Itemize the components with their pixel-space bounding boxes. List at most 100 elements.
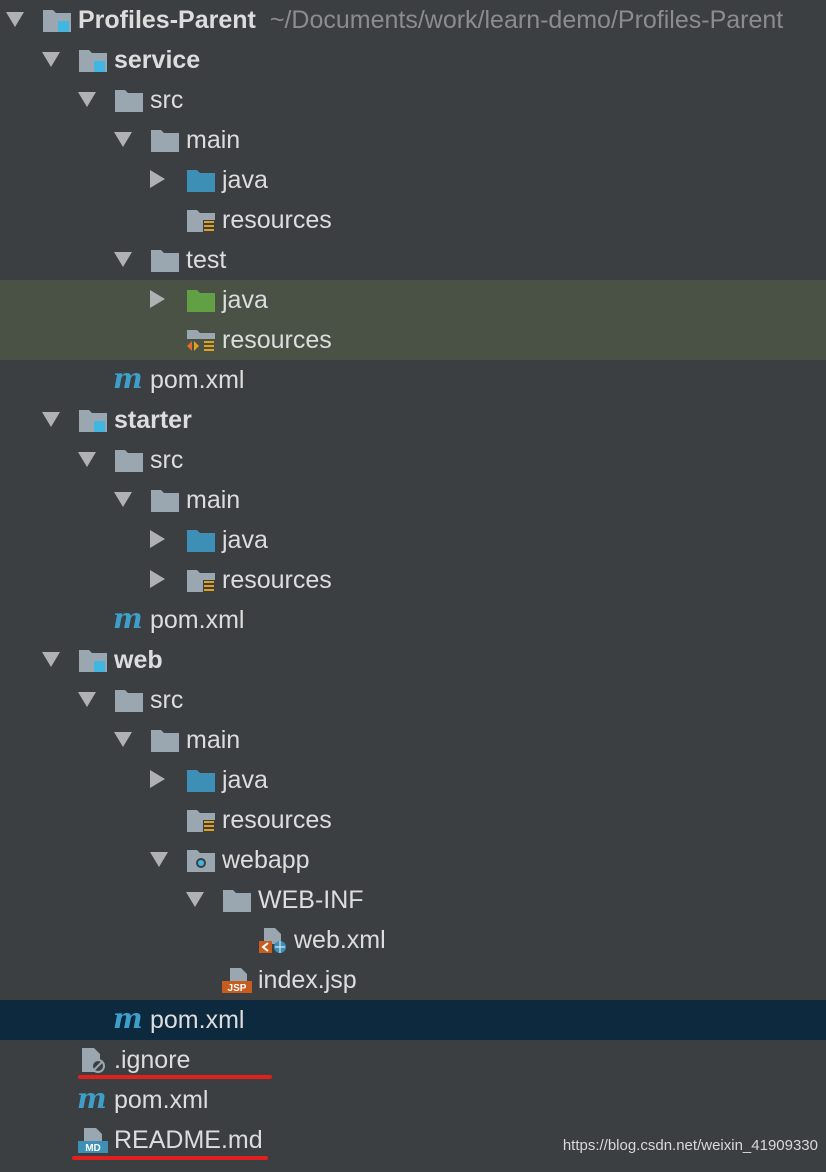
root-path-text: ~/Documents/work/learn-demo/Profiles-Par…	[269, 6, 784, 34]
resources-folder-icon	[186, 567, 216, 593]
tree-row-service-test[interactable]: test	[0, 240, 826, 280]
tree-row-web-pom[interactable]: m pom.xml	[0, 1000, 826, 1040]
tree-row-web-src[interactable]: src	[0, 680, 826, 720]
tree-row-starter[interactable]: starter	[0, 400, 826, 440]
maven-icon: m	[113, 602, 143, 635]
folder-label: java	[222, 286, 268, 314]
watermark-text: https://blog.csdn.net/weixin_41909330	[562, 1137, 818, 1154]
tree-row-service-main-resources[interactable]: resources	[0, 200, 826, 240]
tree-row-web-webinf[interactable]: WEB-INF	[0, 880, 826, 920]
expand-arrow-icon[interactable]	[114, 492, 132, 507]
tree-row-web-webapp[interactable]: webapp	[0, 840, 826, 880]
root-name-text: Profiles-Parent	[78, 6, 256, 34]
module-folder-icon	[78, 647, 108, 673]
tree-row-service-pom[interactable]: m pom.xml	[0, 360, 826, 400]
tree-row-web-webxml[interactable]: web.xml	[0, 920, 826, 960]
tree-row-starter-src[interactable]: src	[0, 440, 826, 480]
folder-icon	[114, 447, 144, 473]
expand-arrow-icon[interactable]	[42, 412, 60, 427]
folder-icon	[150, 127, 180, 153]
file-label: web.xml	[294, 926, 386, 954]
folder-icon	[150, 247, 180, 273]
folder-label: WEB-INF	[258, 886, 364, 914]
tree-row-web-main-java[interactable]: java	[0, 760, 826, 800]
folder-label: resources	[222, 806, 332, 834]
tree-row-root-readme[interactable]: MD README.md	[0, 1120, 826, 1160]
expand-arrow-icon[interactable]	[42, 52, 60, 67]
folder-label: src	[150, 686, 184, 714]
web-folder-icon	[186, 847, 216, 873]
folder-label: java	[222, 766, 268, 794]
source-folder-icon	[186, 527, 216, 553]
file-label: pom.xml	[150, 606, 245, 634]
tree-row-service[interactable]: service	[0, 40, 826, 80]
folder-label: main	[186, 126, 241, 154]
expand-arrow-icon[interactable]	[150, 852, 168, 867]
tree-row-web[interactable]: web	[0, 640, 826, 680]
tree-row-service-test-java[interactable]: java	[0, 280, 826, 320]
tree-row-root-pom[interactable]: m pom.xml	[0, 1080, 826, 1120]
test-resources-folder-icon	[186, 327, 216, 353]
tree-row-starter-main[interactable]: main	[0, 480, 826, 520]
source-folder-icon	[186, 767, 216, 793]
file-label: README.md	[114, 1126, 263, 1154]
module-folder-icon	[42, 7, 72, 33]
folder-label: resources	[222, 326, 332, 354]
folder-icon	[150, 727, 180, 753]
xml-config-file-icon	[258, 927, 288, 953]
tree-row-starter-main-java[interactable]: java	[0, 520, 826, 560]
test-folder-icon	[186, 287, 216, 313]
file-label: pom.xml	[150, 1006, 245, 1034]
md-badge-text: MD	[85, 1143, 101, 1153]
resources-folder-icon	[186, 807, 216, 833]
folder-icon	[150, 487, 180, 513]
tree-row-starter-pom[interactable]: m pom.xml	[0, 600, 826, 640]
tree-row-web-main[interactable]: main	[0, 720, 826, 760]
source-folder-icon	[186, 167, 216, 193]
maven-icon: m	[113, 362, 143, 395]
file-label: pom.xml	[150, 366, 245, 394]
expand-arrow-icon[interactable]	[114, 252, 132, 267]
expand-arrow-icon[interactable]	[6, 12, 24, 27]
markdown-file-icon: MD	[78, 1127, 108, 1153]
ignore-file-icon	[78, 1047, 108, 1073]
tree-row-service-main-java[interactable]: java	[0, 160, 826, 200]
jsp-badge-text: JSP	[228, 983, 247, 993]
expand-arrow-icon[interactable]	[114, 732, 132, 747]
folder-label: resources	[222, 566, 332, 594]
tree-row-service-src[interactable]: src	[0, 80, 826, 120]
folder-icon	[114, 87, 144, 113]
tree-row-web-indexjsp[interactable]: JSP index.jsp	[0, 960, 826, 1000]
expand-arrow-icon[interactable]	[78, 692, 96, 707]
file-label: .ignore	[114, 1046, 191, 1074]
expand-arrow-icon[interactable]	[78, 452, 96, 467]
red-underline-annotation	[72, 1156, 268, 1160]
collapse-arrow-icon[interactable]	[150, 290, 165, 308]
tree-row-service-main[interactable]: main	[0, 120, 826, 160]
jsp-file-icon: JSP	[222, 967, 252, 993]
expand-arrow-icon[interactable]	[42, 652, 60, 667]
tree-row-web-main-resources[interactable]: resources	[0, 800, 826, 840]
tree-row-root-ignore[interactable]: .ignore	[0, 1040, 826, 1080]
folder-label: resources	[222, 206, 332, 234]
tree-row-starter-main-resources[interactable]: resources	[0, 560, 826, 600]
module-folder-icon	[78, 407, 108, 433]
folder-label: webapp	[222, 846, 310, 874]
folder-label: java	[222, 526, 268, 554]
root-project-name: Profiles-Parent ~/Documents/work/learn-de…	[78, 5, 783, 35]
collapse-arrow-icon[interactable]	[150, 770, 165, 788]
file-label: index.jsp	[258, 966, 357, 994]
expand-arrow-icon[interactable]	[114, 132, 132, 147]
maven-icon: m	[113, 1002, 143, 1035]
tree-row-service-test-resources[interactable]: resources	[0, 320, 826, 360]
module-folder-icon	[78, 47, 108, 73]
collapse-arrow-icon[interactable]	[150, 170, 165, 188]
collapse-arrow-icon[interactable]	[150, 570, 165, 588]
folder-label: main	[186, 486, 241, 514]
module-label: web	[114, 646, 163, 674]
collapse-arrow-icon[interactable]	[150, 530, 165, 548]
tree-row-root[interactable]: Profiles-Parent ~/Documents/work/learn-de…	[0, 0, 826, 40]
expand-arrow-icon[interactable]	[78, 92, 96, 107]
expand-arrow-icon[interactable]	[186, 892, 204, 907]
